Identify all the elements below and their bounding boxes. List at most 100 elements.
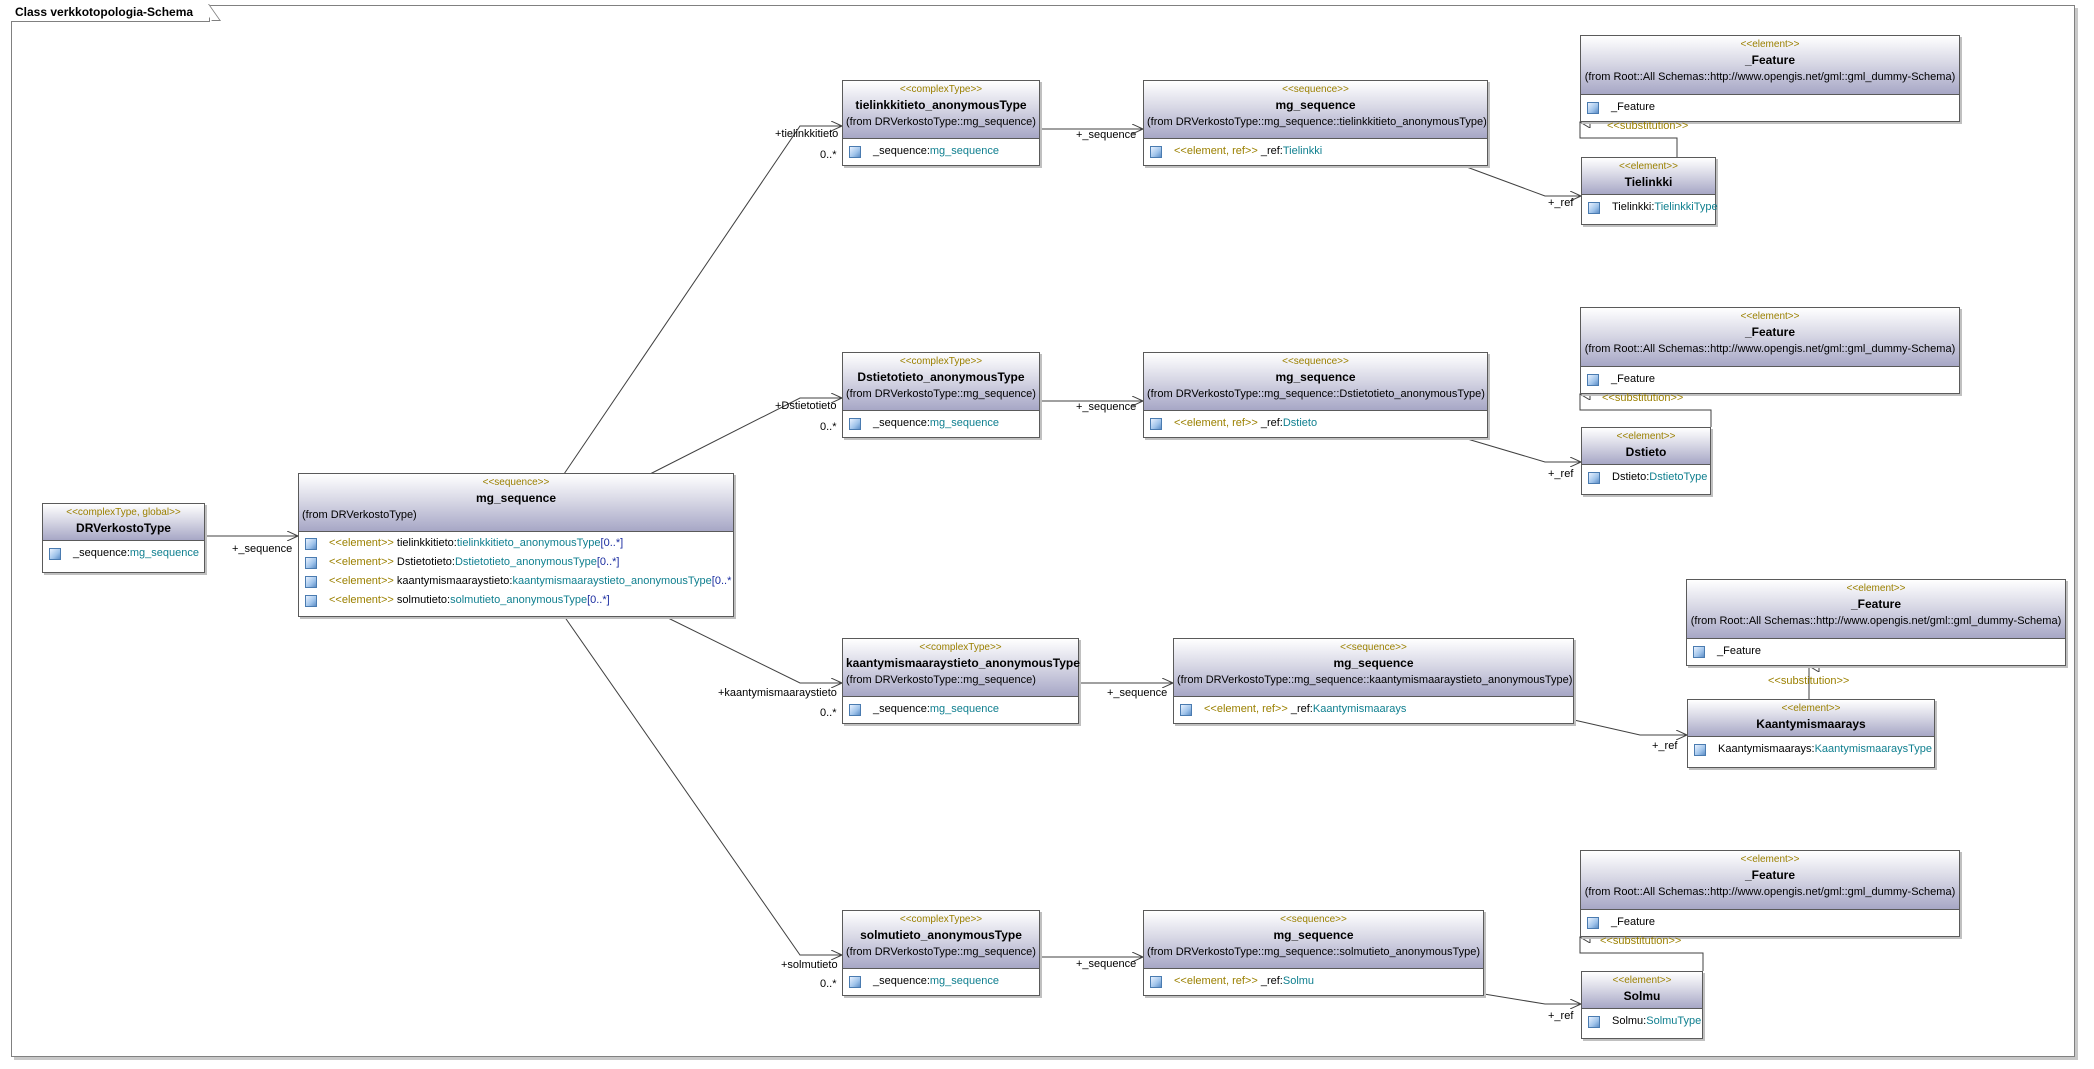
class-header: <<complexType>> Dstietotieto_anonymousTy… — [843, 353, 1039, 411]
attr-name: _sequence: — [73, 547, 130, 559]
class-from: (from DRVerkostoType::mg_sequence::Dstie… — [1147, 388, 1485, 400]
attribute-row[interactable]: <<element>> solmutieto:solmutieto_anonym… — [303, 591, 729, 610]
class-solmutieto-anonymoustype[interactable]: <<complexType>> solmutieto_anonymousType… — [842, 910, 1040, 996]
attribute-row[interactable]: Dstieto:DstietoType — [1586, 468, 1707, 487]
substitution-label: <<substitution>> — [1600, 935, 1682, 947]
class-from: (from DRVerkostoType::mg_sequence) — [846, 946, 1036, 958]
class-feature-3[interactable]: <<element>> _Feature (from Root::All Sch… — [1686, 579, 2066, 666]
class-feature-4[interactable]: <<element>> _Feature (from Root::All Sch… — [1580, 850, 1960, 937]
class-header: <<element>> _Feature (from Root::All Sch… — [1581, 308, 1959, 367]
attr-type: mg_sequence — [929, 975, 999, 987]
class-tielinkki[interactable]: <<element>> Tielinkki Tielinkki:Tielinkk… — [1581, 157, 1718, 225]
class-dstieto[interactable]: <<element>> Dstieto Dstieto:DstietoType — [1581, 427, 1711, 495]
attr-multiplicity: [0..* — [711, 575, 732, 587]
class-header: <<complexType>> solmutieto_anonymousType… — [843, 911, 1039, 969]
attribute-row[interactable]: _Feature — [1585, 370, 1955, 389]
role-label-ref: +_ref — [1548, 468, 1574, 480]
attribute-row[interactable]: <<element, ref>> _ref:Solmu — [1148, 972, 1479, 991]
class-header: <<sequence>> mg_sequence (from DRVerkost… — [299, 474, 733, 532]
attribute-row[interactable]: _Feature — [1585, 913, 1955, 932]
class-header: <<complexType>> kaantymismaaraystieto_an… — [843, 639, 1080, 697]
class-kaantymismaaraystieto-anonymoustype[interactable]: <<complexType>> kaantymismaaraystieto_an… — [842, 638, 1080, 724]
role-label-dstietotieto: +Dstietotieto — [775, 400, 837, 412]
assoc-ref-solmu — [1483, 993, 1581, 1004]
stereotype: <<sequence>> — [1340, 642, 1407, 653]
attr-type: Dstietotieto_anonymousType — [454, 556, 597, 568]
attribute-icon — [1150, 418, 1162, 430]
attribute-icon — [1694, 744, 1706, 756]
attribute-icon — [305, 557, 317, 569]
stereotype: <<element>> — [1616, 431, 1676, 442]
attr-stereotype: <<element, ref>> — [1174, 145, 1258, 157]
stereotype: <<complexType>> — [899, 914, 983, 925]
assoc-kaantymis — [663, 615, 842, 683]
attr-type: solmutieto_anonymousType — [450, 594, 588, 606]
class-header: <<element>> _Feature (from Root::All Sch… — [1581, 36, 1959, 95]
attribute-row[interactable]: _sequence:mg_sequence — [847, 972, 1035, 991]
attr-type: Tielinkki — [1282, 145, 1323, 157]
class-name: Solmu — [1623, 989, 1661, 1003]
stereotype: <<element>> — [1740, 311, 1800, 322]
class-solmu[interactable]: <<element>> Solmu Solmu:SolmuType — [1581, 971, 1703, 1039]
class-mg-sequence-solmutieto[interactable]: <<sequence>> mg_sequence (from DRVerkost… — [1143, 910, 1484, 996]
class-feature-2[interactable]: <<element>> _Feature (from Root::All Sch… — [1580, 307, 1960, 394]
class-header: <<sequence>> mg_sequence (from DRVerkost… — [1144, 81, 1487, 139]
class-mg-sequence-root[interactable]: <<sequence>> mg_sequence (from DRVerkost… — [298, 473, 734, 617]
class-header: <<sequence>> mg_sequence (from DRVerkost… — [1144, 911, 1483, 969]
class-from: (from DRVerkostoType::mg_sequence::kaant… — [1177, 674, 1573, 686]
class-header: <<element>> _Feature (from Root::All Sch… — [1581, 851, 1959, 910]
attribute-row[interactable]: _sequence:mg_sequence — [847, 700, 1074, 719]
attr-name: tielinkkitieto: — [393, 537, 457, 549]
attribute-row[interactable]: <<element>> tielinkkitieto:tielinkkitiet… — [303, 534, 729, 553]
attribute-icon — [305, 595, 317, 607]
class-mg-sequence-tielinkkitieto[interactable]: <<sequence>> mg_sequence (from DRVerkost… — [1143, 80, 1488, 166]
attr-name: _ref: — [1257, 145, 1283, 157]
stereotype: <<sequence>> — [1282, 84, 1349, 95]
attribute-icon — [1587, 917, 1599, 929]
attribute-icon — [849, 976, 861, 988]
stereotype: <<element>> — [1612, 975, 1672, 986]
role-label-tielinkkitieto: +tielinkkitieto — [775, 128, 839, 140]
attribute-row[interactable]: <<element>> kaantymismaaraystieto:kaanty… — [303, 572, 732, 591]
attribute-row[interactable]: _Feature — [1585, 98, 1955, 117]
attribute-row[interactable]: Tielinkki:TielinkkiType — [1586, 198, 1718, 217]
attribute-row[interactable]: _sequence:mg_sequence — [847, 142, 1035, 161]
class-feature-1[interactable]: <<element>> _Feature (from Root::All Sch… — [1580, 35, 1960, 122]
attribute-row[interactable]: <<element, ref>> _ref:Tielinkki — [1148, 142, 1483, 161]
class-drverkostotype[interactable]: <<complexType, global>> DRVerkostoType _… — [42, 503, 205, 573]
attribute-row[interactable]: Kaantymismaarays:KaantymismaaraysType — [1692, 740, 1932, 759]
class-from: (from Root::All Schemas::http://www.open… — [1584, 886, 1956, 898]
class-header: <<sequence>> mg_sequence (from DRVerkost… — [1144, 353, 1487, 411]
attribute-row[interactable]: <<element, ref>> _ref:Dstieto — [1148, 414, 1483, 433]
attribute-row[interactable]: _sequence:mg_sequence — [847, 414, 1035, 433]
class-from: (from Root::All Schemas::http://www.open… — [1584, 71, 1956, 83]
attribute-icon — [1150, 976, 1162, 988]
attribute-row[interactable]: <<element>> Dstietotieto:Dstietotieto_an… — [303, 553, 729, 572]
attr-name: Solmu: — [1612, 1015, 1647, 1027]
attribute-row[interactable]: Solmu:SolmuType — [1586, 1012, 1701, 1031]
attr-stereotype: <<element>> — [329, 537, 394, 549]
attribute-row[interactable]: _Feature — [1691, 642, 2061, 661]
attr-name: Dstieto: — [1612, 471, 1650, 483]
class-name: mg_sequence — [1273, 928, 1354, 942]
class-mg-sequence-kaantymis[interactable]: <<sequence>> mg_sequence (from DRVerkost… — [1173, 638, 1574, 724]
attribute-row[interactable]: _sequence:mg_sequence — [47, 544, 200, 563]
class-header: <<element>> Tielinkki — [1582, 158, 1715, 195]
role-label-ref: +_ref — [1548, 1010, 1574, 1022]
class-dstietotieto-anonymoustype[interactable]: <<complexType>> Dstietotieto_anonymousTy… — [842, 352, 1040, 438]
attr-stereotype: <<element>> — [329, 594, 394, 606]
stereotype: <<sequence>> — [1280, 914, 1347, 925]
class-name: _Feature — [1744, 325, 1796, 339]
attribute-row[interactable]: <<element, ref>> _ref:Kaantymismaarays — [1178, 700, 1569, 719]
class-name: _Feature — [1744, 868, 1796, 882]
class-kaantymismaarays[interactable]: <<element>> Kaantymismaarays Kaantymisma… — [1687, 699, 1935, 768]
class-from: (from DRVerkostoType::mg_sequence) — [846, 674, 1036, 686]
class-mg-sequence-dstietotieto[interactable]: <<sequence>> mg_sequence (from DRVerkost… — [1143, 352, 1488, 438]
stereotype: <<complexType>> — [899, 84, 983, 95]
multiplicity-label: 0..* — [820, 149, 837, 161]
multiplicity-label: 0..* — [820, 421, 837, 433]
class-header: <<element>> Kaantymismaarays — [1688, 700, 1934, 737]
multiplicity-label: 0..* — [820, 707, 837, 719]
class-tielinkkitieto-anonymoustype[interactable]: <<complexType>> tielinkkitieto_anonymous… — [842, 80, 1040, 166]
